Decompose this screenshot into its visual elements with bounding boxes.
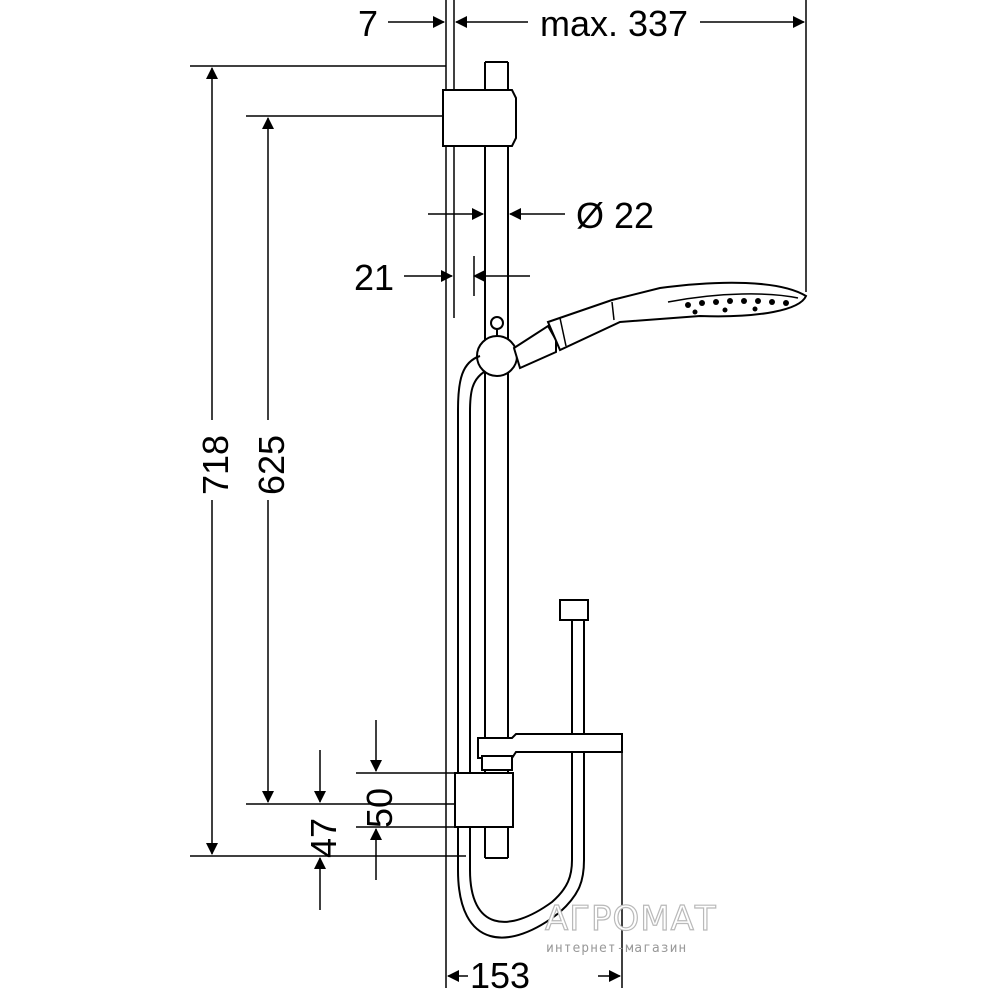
dimension-height-total: 718 <box>190 65 466 857</box>
dimension-bottom-offset: 47 <box>303 750 344 910</box>
hand-shower <box>476 281 808 377</box>
watermark: АГРОМАТ интернет-магазин <box>544 898 717 956</box>
dim-height-mount: 625 <box>251 435 292 495</box>
wall-line <box>445 0 455 988</box>
dim-max-reach: max. 337 <box>540 3 688 44</box>
dim-height-total: 718 <box>195 435 236 495</box>
shower-hose <box>457 355 585 939</box>
watermark-subtitle: интернет-магазин <box>546 941 687 956</box>
dimension-hose-width: 153 <box>447 955 621 996</box>
dim-bottom-offset: 47 <box>303 818 344 858</box>
spray-nozzles <box>685 298 789 315</box>
dim-top-offset: 7 <box>358 3 378 44</box>
dimension-top: 7 max. 337 <box>358 0 807 292</box>
watermark-brand: АГРОМАТ <box>545 899 717 939</box>
lower-wall-bracket <box>454 772 514 828</box>
dimension-rod-diameter: Ø 22 <box>428 195 654 236</box>
dim-hose-width: 153 <box>470 955 530 996</box>
dimension-height-mount: 625 <box>246 115 456 805</box>
dim-bracket-gap: 50 <box>359 788 400 828</box>
dimension-bracket-gap: 50 <box>356 720 470 880</box>
upper-wall-bracket <box>442 89 517 147</box>
dim-rod-offset: 21 <box>354 257 394 298</box>
dim-rod-diameter: Ø 22 <box>576 195 654 236</box>
shower-rail <box>484 61 509 859</box>
shelf <box>477 599 623 988</box>
dimension-rod-offset: 21 <box>354 256 530 298</box>
